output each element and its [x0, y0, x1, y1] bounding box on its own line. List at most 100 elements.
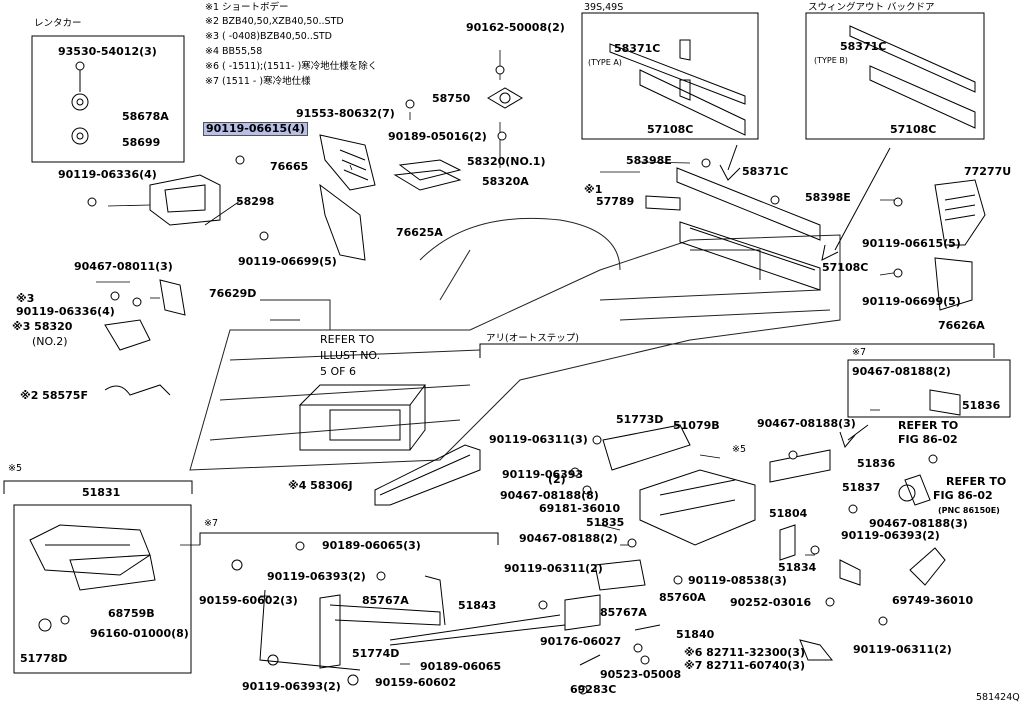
part-label[interactable]: 51079B: [673, 419, 720, 432]
part-label[interactable]: ※3 58320: [12, 320, 73, 333]
part-label[interactable]: 90523-05008: [600, 668, 682, 681]
part-label[interactable]: (TYPE A): [588, 58, 622, 67]
part-label[interactable]: 96160-01000(8): [90, 627, 189, 640]
mark-5a: ※5: [8, 463, 23, 474]
part-label[interactable]: 90119-06336(4): [58, 168, 157, 181]
part-label[interactable]: 58750: [432, 92, 471, 105]
part-label[interactable]: 90159-60602: [375, 676, 457, 689]
swing-header: スウィングアウト バックドア: [808, 2, 935, 13]
part-label[interactable]: 90176-06027: [540, 635, 622, 648]
part-label[interactable]: 69749-36010: [892, 594, 974, 607]
part-label[interactable]: 90119-06311(2): [853, 643, 952, 656]
part-label[interactable]: 90467-08188(2): [519, 532, 618, 545]
seat-detail-box: [13, 504, 192, 674]
part-label[interactable]: (TYPE B): [814, 56, 848, 65]
part-label[interactable]: 58678A: [122, 110, 169, 123]
part-label[interactable]: 58398E: [626, 154, 672, 167]
auto-step-box-7: [847, 359, 1011, 418]
part-label[interactable]: 90189-06065: [420, 660, 502, 673]
part-label[interactable]: 58398E: [805, 191, 851, 204]
part-label[interactable]: ※3: [16, 292, 35, 305]
mark-5b: ※5: [732, 444, 747, 455]
part-label[interactable]: (2): [548, 473, 566, 486]
part-label[interactable]: 57108C: [890, 123, 937, 136]
part-label[interactable]: 90162-50008(2): [466, 21, 565, 34]
part-label[interactable]: 85767A: [362, 594, 409, 607]
part-label[interactable]: 51834: [778, 561, 817, 574]
part-label[interactable]: 90252-03016: [730, 596, 812, 609]
part-label[interactable]: 90119-06311(2): [504, 562, 603, 575]
part-label[interactable]: 58320(NO.1): [467, 155, 546, 168]
part-label[interactable]: 76625A: [396, 226, 443, 239]
part-label[interactable]: 69283C: [570, 683, 617, 696]
part-label[interactable]: 90119-06311(3): [489, 433, 588, 446]
part-label[interactable]: 58298: [236, 195, 275, 208]
part-label[interactable]: 90119-06699(5): [238, 255, 337, 268]
part-label[interactable]: ※6 82711-32300(3): [684, 646, 805, 659]
leader-lines: [96, 50, 901, 665]
part-label[interactable]: 90119-06336(4): [16, 305, 115, 318]
part-label[interactable]: 76629D: [209, 287, 257, 300]
part-label[interactable]: 85760A: [659, 591, 706, 604]
part-label[interactable]: 57108C: [647, 123, 694, 136]
part-label[interactable]: 51836: [857, 457, 896, 470]
part-label[interactable]: 51773D: [616, 413, 664, 426]
refer-7: FIG 86-02: [933, 489, 993, 502]
part-label[interactable]: 58371C: [614, 42, 661, 55]
part-label[interactable]: 68759B: [108, 607, 155, 620]
part-label[interactable]: 58699: [122, 136, 161, 149]
part-label[interactable]: 90467-08188(2): [852, 365, 951, 378]
seat-detail: [29, 524, 156, 632]
part-label[interactable]: 69181-36010: [539, 502, 621, 515]
part-label[interactable]: 76626A: [938, 319, 985, 332]
part-label[interactable]: 90159-60602(3): [199, 594, 298, 607]
part-label[interactable]: 58371C: [840, 40, 887, 53]
type-b-box: [805, 12, 985, 140]
part-label[interactable]: (NO.2): [32, 335, 68, 348]
step-box: [298, 384, 426, 451]
part-label[interactable]: 58320A: [482, 175, 529, 188]
auto-step-mech: [564, 424, 946, 666]
part-label[interactable]: 58371C: [742, 165, 789, 178]
refer-5: FIG 86-02: [898, 433, 958, 446]
part-label[interactable]: 90119-06393: [502, 468, 584, 481]
part-label[interactable]: 90119-08538(3): [688, 574, 787, 587]
part-label[interactable]: 90467-08188(3): [757, 417, 856, 430]
part-label[interactable]: 77277U: [964, 165, 1012, 178]
part-label[interactable]: ※7 82711-60740(3): [684, 659, 805, 672]
part-label[interactable]: 90467-08188(3): [869, 517, 968, 530]
part-label[interactable]: 90119-06615(5): [862, 237, 961, 250]
part-label[interactable]: ※4 58306J: [288, 479, 353, 492]
part-label[interactable]: 90119-06393(2): [242, 680, 341, 693]
part-label[interactable]: ※1: [584, 183, 603, 196]
part-label[interactable]: 51840: [676, 628, 715, 641]
part-label[interactable]: 90467-08188(8): [500, 489, 599, 502]
part-label[interactable]: 85767A: [600, 606, 647, 619]
part-label[interactable]: 51835: [586, 516, 625, 529]
part-label-selected[interactable]: 90119-06615(4): [203, 122, 308, 136]
step-rail: [374, 444, 481, 506]
part-label[interactable]: 90119-06393(2): [267, 570, 366, 583]
part-label[interactable]: 51836: [962, 399, 1001, 412]
part-label[interactable]: 93530-54012(3): [58, 45, 157, 58]
part-label[interactable]: 51837: [842, 481, 881, 494]
part-label[interactable]: 90189-06065(3): [322, 539, 421, 552]
left-parts: [71, 70, 523, 396]
part-label[interactable]: 91553-80632(7): [296, 107, 395, 120]
part-label[interactable]: 51778D: [20, 652, 68, 665]
part-label[interactable]: 57789: [596, 195, 635, 208]
part-label[interactable]: 76665: [270, 160, 309, 173]
part-label[interactable]: 51774D: [352, 647, 400, 660]
part-label[interactable]: 90119-06393(2): [841, 529, 940, 542]
part-label[interactable]: ※2 58575F: [20, 389, 88, 402]
bracket-5: [3, 480, 193, 494]
part-label[interactable]: 90189-05016(2): [388, 130, 487, 143]
part-label[interactable]: 51843: [458, 599, 497, 612]
note-5: ※6 ( -1511);(1511- )寒冷地仕様を除く: [205, 61, 378, 72]
bracket-7-parts: [231, 559, 566, 686]
part-label[interactable]: 90119-06699(5): [862, 295, 961, 308]
part-label[interactable]: 57108C: [822, 261, 869, 274]
part-label[interactable]: 90467-08011(3): [74, 260, 173, 273]
part-label[interactable]: 51831: [82, 486, 121, 499]
part-label[interactable]: 51804: [769, 507, 808, 520]
